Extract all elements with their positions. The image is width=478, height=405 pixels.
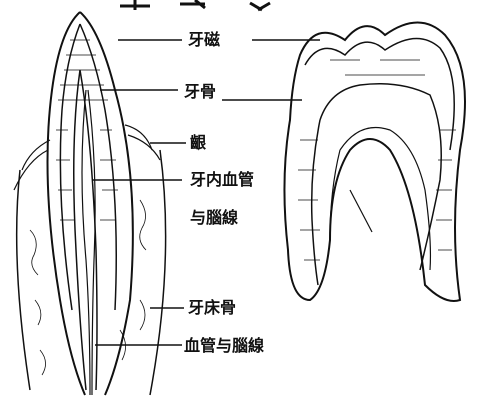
label-enamel: 牙磁 <box>188 32 220 48</box>
molar-outer <box>284 23 465 302</box>
label-bone: 牙床骨 <box>188 300 236 316</box>
molar-enamel-inner <box>305 38 454 150</box>
label-pulp-line1: 牙内血管 <box>190 172 254 188</box>
molar-pointer <box>350 190 372 232</box>
label-gum: 齦 <box>190 135 206 151</box>
tooth-longitudinal-section <box>14 12 166 395</box>
molar-cross-section <box>284 23 465 302</box>
molar-root-canal <box>330 128 430 271</box>
cropped-title-strokes <box>120 0 270 10</box>
label-dentin: 牙骨 <box>184 84 216 100</box>
jaw-bone-outline <box>17 150 166 395</box>
label-vessels-nerves: 血管与腦線 <box>184 338 264 354</box>
outer-crown-outline <box>48 12 133 395</box>
label-pulp-line2: 与腦線 <box>190 210 238 226</box>
